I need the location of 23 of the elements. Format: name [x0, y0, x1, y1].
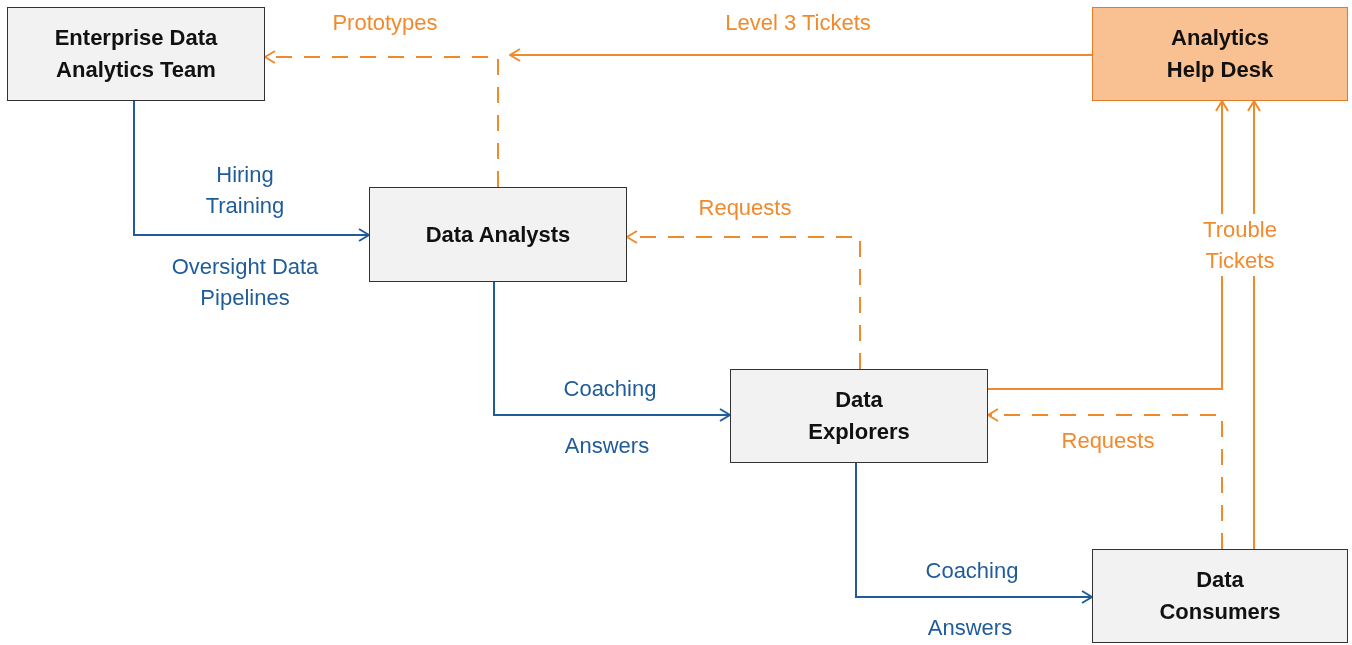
edge-label: Requests [1060, 426, 1156, 455]
edge-label: Hiring Training [204, 161, 286, 220]
arrow [509, 48, 1093, 62]
edge-label: Requests [697, 193, 793, 222]
role-box: Enterprise Data Analytics Team [7, 7, 265, 101]
edge-label: Level 3 Tickets [724, 8, 872, 37]
arrow [626, 230, 861, 370]
help-desk-box: Analytics Help Desk [1092, 7, 1348, 101]
edge-label: Prototypes [331, 8, 439, 37]
role-box: Data Explorers [730, 369, 988, 463]
flow-note: Answers [926, 613, 1014, 642]
edge-label: Coaching [924, 556, 1020, 585]
arrow [987, 100, 1229, 390]
role-box: Data Analysts [369, 187, 627, 282]
flow-note: Oversight Data Pipelines [170, 253, 320, 312]
arrow [133, 100, 370, 242]
arrow [493, 281, 731, 422]
flow-note: Answers [563, 431, 651, 460]
edge-label: Coaching [562, 374, 658, 403]
role-box: Data Consumers [1092, 549, 1348, 643]
arrow [264, 50, 499, 188]
arrow [855, 462, 1093, 604]
arrow [987, 408, 1223, 550]
